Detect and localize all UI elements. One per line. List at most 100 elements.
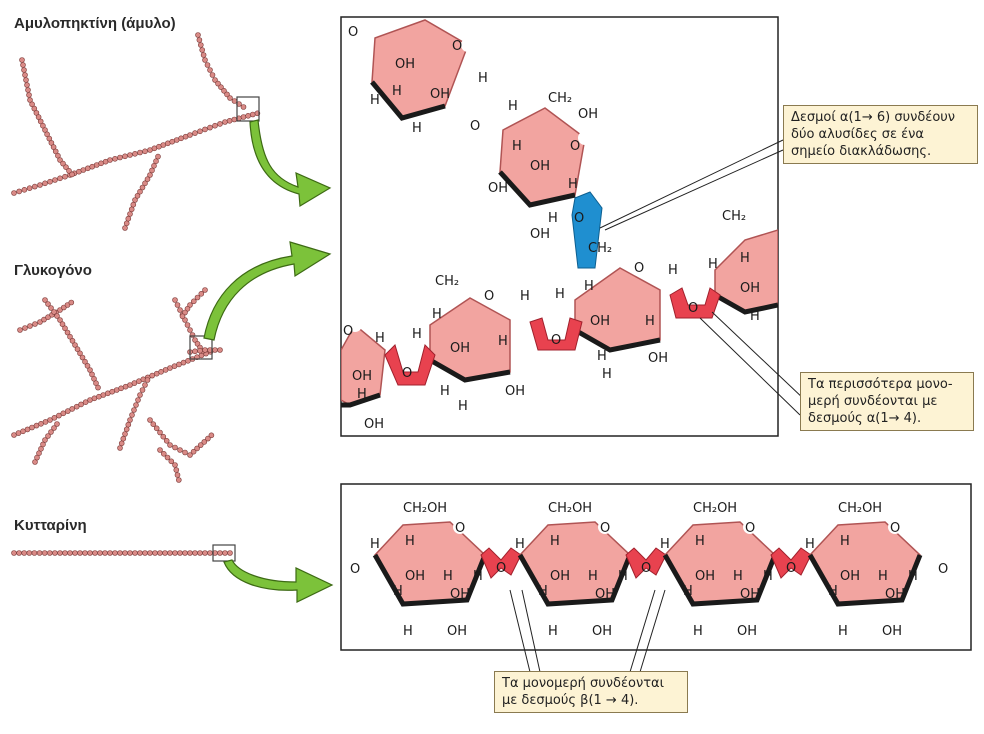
h-label: H: [618, 569, 628, 584]
svg-text:H: H: [597, 349, 607, 364]
cellulose-zoom-box: [212, 544, 236, 562]
glycogen-branch-9: [187, 347, 223, 355]
ch2oh-label: CH₂OH: [403, 501, 447, 516]
chain-end-oxygen-label: O: [350, 562, 360, 577]
svg-text:O: O: [348, 25, 358, 40]
ring-oxygen-label: O: [745, 521, 755, 536]
svg-text:OH: OH: [430, 87, 450, 102]
svg-text:H: H: [357, 387, 367, 402]
h-label: H: [683, 584, 693, 599]
svg-text:H: H: [440, 384, 450, 399]
cellulose-label: Κυτταρίνη: [14, 517, 87, 534]
glycogen-branch-8: [147, 417, 215, 458]
amylopectin-zoom-box: [236, 96, 260, 122]
oh-label: OH: [550, 569, 570, 584]
svg-text:H: H: [520, 289, 530, 304]
svg-text:H: H: [512, 139, 522, 154]
svg-text:O: O: [452, 39, 462, 54]
h-label: H: [828, 584, 838, 599]
glucose-ring-upper-left: [370, 19, 475, 121]
oh-label: OH: [450, 587, 470, 602]
glycogen-branch-6: [117, 377, 151, 451]
oh-label: OH: [882, 624, 902, 639]
svg-text:H: H: [668, 263, 678, 278]
h-label: H: [733, 569, 743, 584]
svg-text:O: O: [484, 289, 494, 304]
h-label: H: [403, 624, 413, 639]
oh-label: OH: [740, 587, 760, 602]
glycogen-branch-7: [157, 447, 182, 483]
alpha16-callout: Δεσμοί α(1→ 6) συνδέουν δύο αλυσίδες σε …: [783, 105, 978, 164]
svg-text:OH: OH: [364, 417, 384, 432]
oh-label: OH: [737, 624, 757, 639]
svg-text:H: H: [555, 287, 565, 302]
glycogen-zoom-box: [189, 335, 213, 360]
svg-text:O: O: [634, 261, 644, 276]
amylopectin-branch-3: [122, 153, 161, 231]
svg-text:H: H: [375, 331, 385, 346]
ring-oxygen-label: O: [890, 521, 900, 536]
ch2oh-label: CH₂OH: [548, 501, 592, 516]
svg-text:H: H: [498, 334, 508, 349]
h-label: H: [908, 569, 918, 584]
h-label: H: [838, 624, 848, 639]
oh-label: OH: [447, 624, 467, 639]
glycogen-main-chain: [11, 348, 214, 438]
svg-text:OH: OH: [740, 281, 760, 296]
svg-text:H: H: [412, 121, 422, 136]
zoom-arrow-glycogen: [203, 241, 332, 341]
svg-text:H: H: [548, 211, 558, 226]
svg-text:CH₂: CH₂: [435, 274, 459, 289]
h-label: H: [878, 569, 888, 584]
ring-oxygen-label: O: [600, 521, 610, 536]
amylopectin-branch-2: [195, 32, 247, 110]
svg-text:CH₂: CH₂: [588, 241, 612, 256]
h-label: H: [695, 534, 705, 549]
h-label: H: [515, 537, 525, 552]
svg-text:OH: OH: [530, 227, 550, 242]
svg-text:O: O: [470, 119, 480, 134]
ch2oh-label: CH₂OH: [693, 501, 737, 516]
svg-text:OH: OH: [530, 159, 550, 174]
svg-text:OH: OH: [450, 341, 470, 356]
h-label: H: [405, 534, 415, 549]
oh-label: OH: [695, 569, 715, 584]
link-oxygen-label: O: [786, 561, 796, 576]
amylopectin-label: Αμυλοπηκτίνη (άμυλο): [14, 15, 176, 32]
beta14-callout: Τα μονομερή συνδέονται με δεσμούς β(1 → …: [494, 671, 688, 713]
glycogen-label: Γλυκογόνο: [14, 262, 92, 279]
svg-text:H: H: [740, 251, 750, 266]
alpha14-links: [384, 287, 721, 386]
h-label: H: [588, 569, 598, 584]
svg-text:H: H: [370, 93, 380, 108]
svg-text:O: O: [551, 333, 561, 348]
cellulose-chain: [11, 550, 233, 556]
glucose-ring-chain-1: [341, 318, 386, 408]
glycogen-branch-2: [42, 297, 101, 391]
h-label: H: [538, 584, 548, 599]
svg-text:H: H: [412, 327, 422, 342]
svg-text:H: H: [392, 84, 402, 99]
svg-text:O: O: [688, 301, 698, 316]
ring-oxygen-label: O: [455, 521, 465, 536]
svg-text:OH: OH: [648, 351, 668, 366]
alpha16-link: [571, 191, 603, 269]
chain-end-oxygen-label: O: [938, 562, 948, 577]
svg-text:CH₂: CH₂: [548, 91, 572, 106]
zoom-arrow-cellulose: [223, 559, 334, 603]
branch-detail-panel: [340, 16, 779, 437]
atom-labels-top: O O OH H H OH H H O CH₂ OH H O H OH H OH…: [343, 25, 760, 432]
glycogen-branch-3: [32, 421, 60, 465]
svg-text:H: H: [602, 367, 612, 382]
ch2oh-label: CH₂OH: [838, 501, 882, 516]
h-label: H: [443, 569, 453, 584]
h-label: H: [805, 537, 815, 552]
svg-text:H: H: [478, 71, 488, 86]
link-oxygen-label: O: [641, 561, 651, 576]
oh-label: OH: [885, 587, 905, 602]
oh-label: OH: [405, 569, 425, 584]
svg-text:H: H: [568, 177, 578, 192]
svg-text:O: O: [402, 366, 412, 381]
